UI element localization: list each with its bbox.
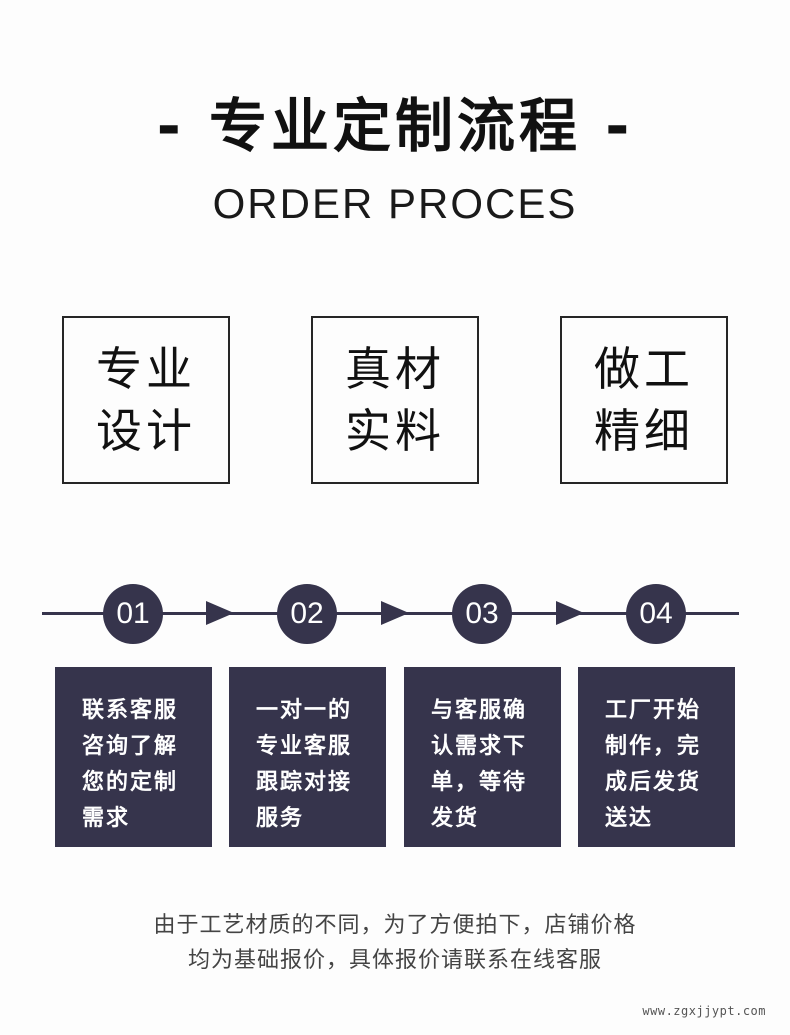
step-card-text: 成后发货 — [605, 770, 702, 795]
step-card-text: 制作，完 — [605, 734, 702, 759]
step-card-text: 咨询了解 — [82, 734, 179, 759]
page-title: - 专业定制流程 - — [156, 92, 634, 160]
watermark: www.zgxjjypt.com — [642, 1004, 766, 1018]
step-card-order: 与客服确 认需求下 单，等待 发货 — [404, 667, 561, 847]
arrow-right-icon — [556, 601, 584, 625]
step-card-text: 工厂开始 — [605, 698, 702, 723]
step-card-contact: 联系客服 咨询了解 您的定制 需求 — [55, 667, 212, 847]
step-card-service: 一对一的 专业客服 跟踪对接 服务 — [229, 667, 386, 847]
feature-text: 精细 — [594, 404, 694, 458]
feature-box-design: 专业 设计 — [62, 316, 230, 484]
step-card-text: 发货 — [431, 806, 480, 831]
footer-note-line-2: 均为基础报价，具体报价请联系在线客服 — [187, 948, 602, 973]
step-card-text: 认需求下 — [431, 734, 528, 759]
feature-text: 实料 — [345, 404, 445, 458]
step-card-text: 专业客服 — [256, 734, 353, 759]
page-subtitle: ORDER PROCES — [212, 180, 578, 227]
step-card-text: 单，等待 — [431, 770, 528, 795]
feature-text: 真材 — [345, 342, 445, 396]
arrow-right-icon — [206, 601, 234, 625]
feature-box-craftsmanship: 做工 精细 — [560, 316, 728, 484]
step-card-text: 一对一的 — [256, 698, 353, 723]
step-number-1: 01 — [103, 584, 163, 644]
step-card-text: 送达 — [605, 806, 654, 831]
step-card-text: 您的定制 — [82, 770, 179, 795]
arrow-right-icon — [381, 601, 409, 625]
step-card-production: 工厂开始 制作，完 成后发货 送达 — [578, 667, 735, 847]
step-card-text: 服务 — [256, 806, 305, 831]
feature-text: 设计 — [96, 404, 196, 458]
feature-box-materials: 真材 实料 — [311, 316, 479, 484]
step-card-text: 与客服确 — [431, 698, 528, 723]
feature-text: 做工 — [594, 342, 694, 396]
step-card-text: 跟踪对接 — [256, 770, 353, 795]
step-number-4: 04 — [626, 584, 686, 644]
footer-note-line-1: 由于工艺材质的不同，为了方便拍下，店铺价格 — [153, 913, 637, 938]
step-card-text: 需求 — [82, 806, 131, 831]
step-number-2: 02 — [277, 584, 337, 644]
step-number-3: 03 — [452, 584, 512, 644]
feature-text: 专业 — [96, 342, 196, 396]
step-card-text: 联系客服 — [82, 698, 179, 723]
